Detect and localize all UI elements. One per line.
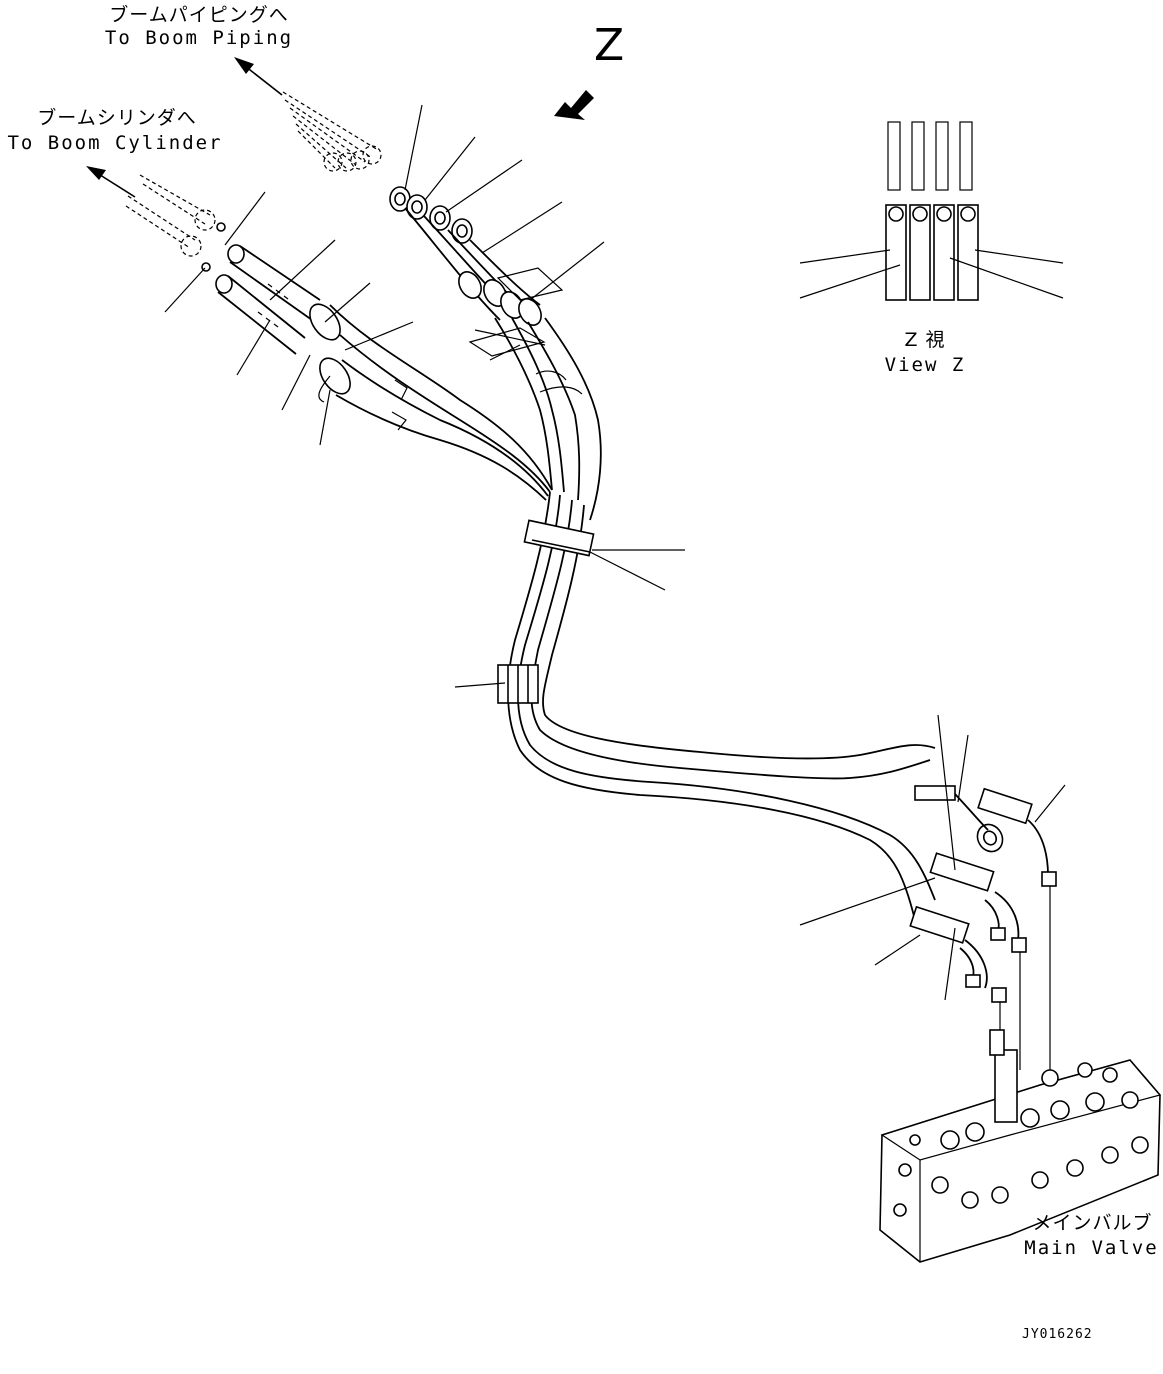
main-valve-label-jp: メインバルブ	[1032, 1212, 1153, 1234]
view-letter: Z	[594, 20, 625, 71]
boom-piping-label-en: To Boom Piping	[104, 27, 294, 49]
phantom-fittings-boom-piping	[282, 91, 382, 172]
drawing-code: JY016262	[1022, 1327, 1093, 1342]
main-valve-body	[879, 1029, 1162, 1263]
boom-cylinder-label-en: To Boom Cylinder	[7, 132, 223, 154]
view-z-arrow	[554, 90, 594, 120]
view-z-inset	[799, 121, 1064, 301]
main-valve-label-en: Main Valve	[1024, 1237, 1159, 1259]
boom-piping-hoses	[389, 186, 602, 521]
arrow-to-boom-cylinder	[86, 166, 136, 198]
valve-side-fittings	[909, 785, 1057, 1075]
view-z-label-jp: Z 視	[904, 329, 946, 351]
boom-cylinder-label-jp: ブームシリンダへ	[37, 107, 197, 129]
boom-cylinder-hoses	[215, 244, 553, 501]
boom-piping-label-jp: ブームパイピングへ	[109, 4, 289, 26]
leader-lines	[164, 104, 1066, 1001]
view-z-label-en: View Z	[884, 354, 966, 376]
phantom-fittings-boom-cylinder	[125, 174, 226, 272]
arrow-to-boom-piping	[234, 57, 283, 96]
merged-hose-bundle	[497, 491, 936, 921]
